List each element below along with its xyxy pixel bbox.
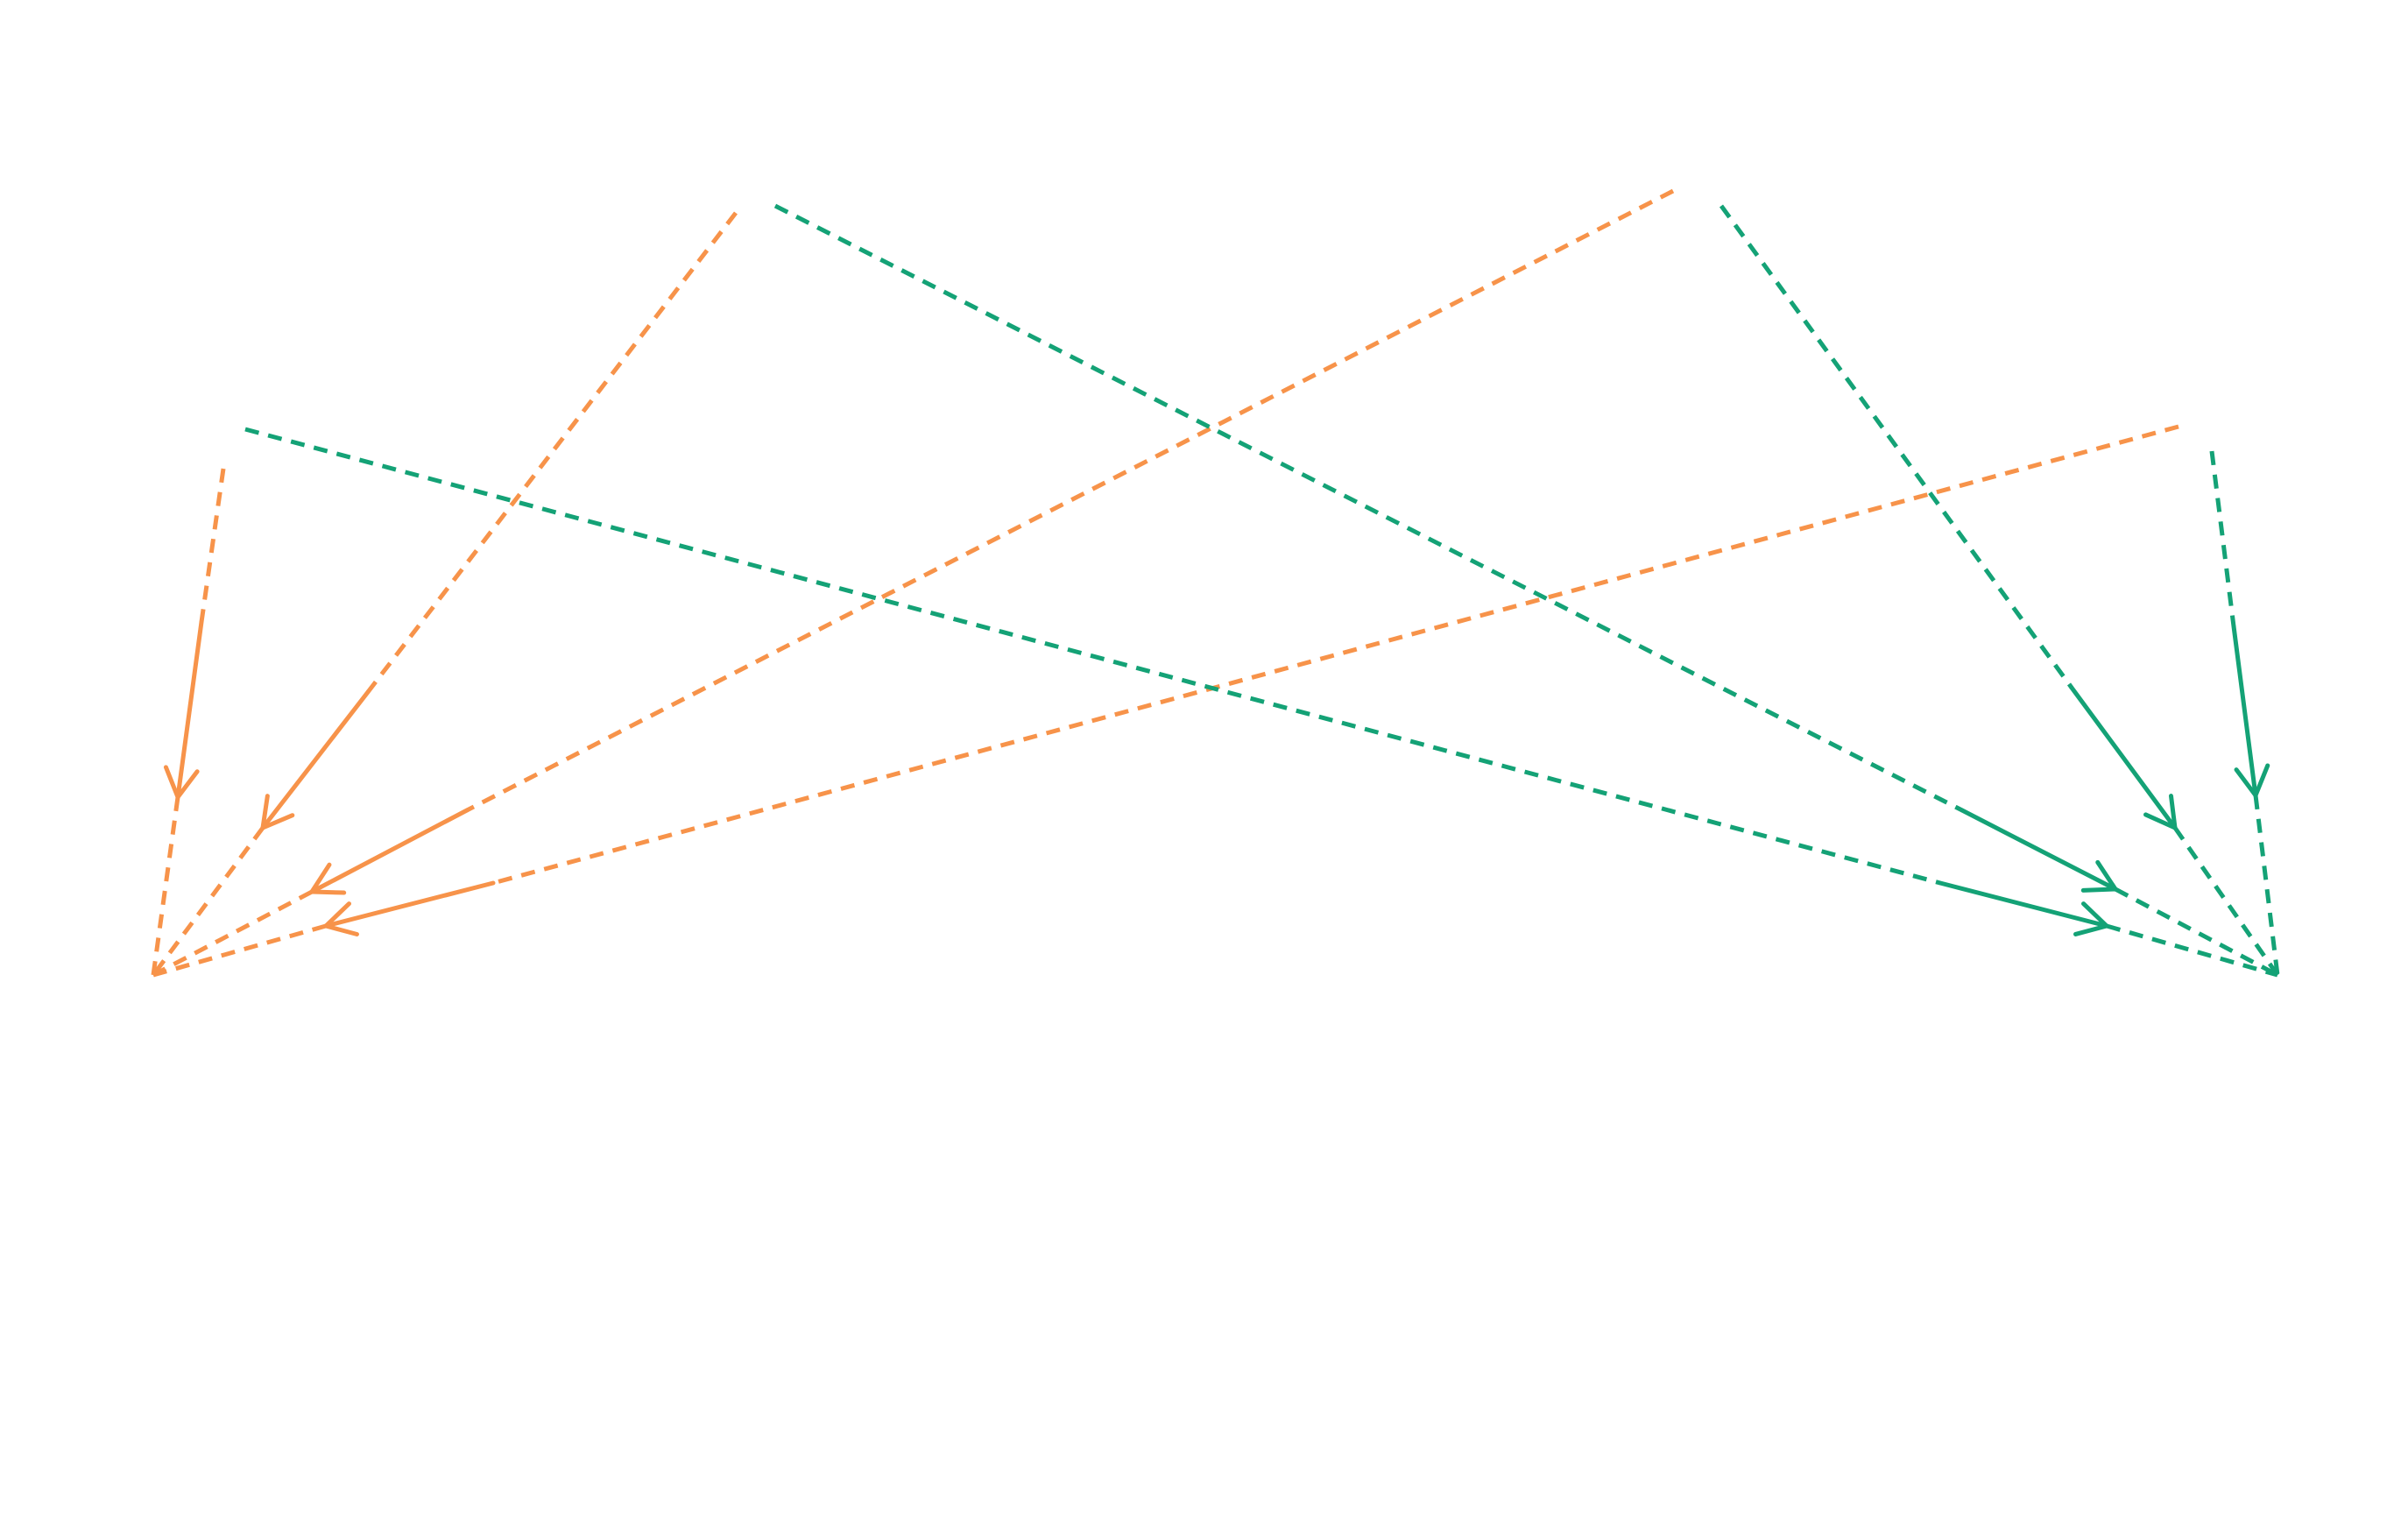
orange-arrow-group — [151, 188, 2179, 978]
orange-fan-arrow-1-dashed-lower — [151, 796, 180, 976]
green-fan-arrow-4-shaft — [1938, 880, 2109, 929]
orange-fan-arrow-2-shaft — [260, 689, 371, 830]
orange-fan-arrow-1 — [151, 468, 226, 976]
orange-fan-arrow-2 — [151, 211, 738, 977]
orange-fan-arrow-3-dashed-lower — [152, 889, 314, 978]
green-fan-arrow-4-dashed-upper — [244, 427, 1941, 886]
green-fan-arrow-4-dashed-lower — [2106, 923, 2278, 978]
green-fan-arrow-3 — [773, 203, 2279, 978]
green-fan-arrow-3-dashed-upper — [773, 203, 1964, 813]
green-fan-arrow-4 — [244, 427, 2278, 978]
green-fan-arrow-2-shaft — [2069, 685, 2178, 830]
green-fan-arrow-3-dashed-lower — [2114, 887, 2279, 978]
green-fan-arrow-3-shaft — [1960, 808, 2118, 892]
orange-fan-arrow-2-dashed-upper — [366, 211, 738, 694]
green-fan-arrow-1 — [2209, 450, 2280, 976]
orange-fan-arrow-3-shaft — [309, 808, 470, 894]
green-fan-arrow-1-shaft — [2231, 624, 2258, 798]
orange-fan-arrow-3 — [152, 188, 1675, 978]
orange-fan-arrow-4-dashed-lower — [152, 923, 327, 978]
green-fan-arrow-2 — [1719, 204, 2280, 977]
orange-fan-arrow-3-dashed-upper — [465, 188, 1675, 813]
orange-fan-arrow-2-dashed-lower — [151, 826, 265, 977]
orange-fan-arrow-4-dashed-upper — [492, 424, 2179, 886]
orange-fan-arrow-4-shaft — [323, 880, 496, 929]
green-fan-arrow-1-dashed-upper — [2209, 450, 2236, 627]
orange-fan-arrow-1-dashed-upper — [199, 468, 226, 623]
orange-fan-arrow-1-shaft — [175, 619, 204, 800]
green-fan-arrow-2-dashed-lower — [2172, 826, 2280, 977]
green-arrow-group — [244, 203, 2280, 978]
green-fan-arrow-2-dashed-upper — [1719, 204, 2074, 689]
orange-fan-arrow-4 — [152, 424, 2179, 978]
green-fan-arrow-1-dashed-lower — [2253, 795, 2280, 976]
